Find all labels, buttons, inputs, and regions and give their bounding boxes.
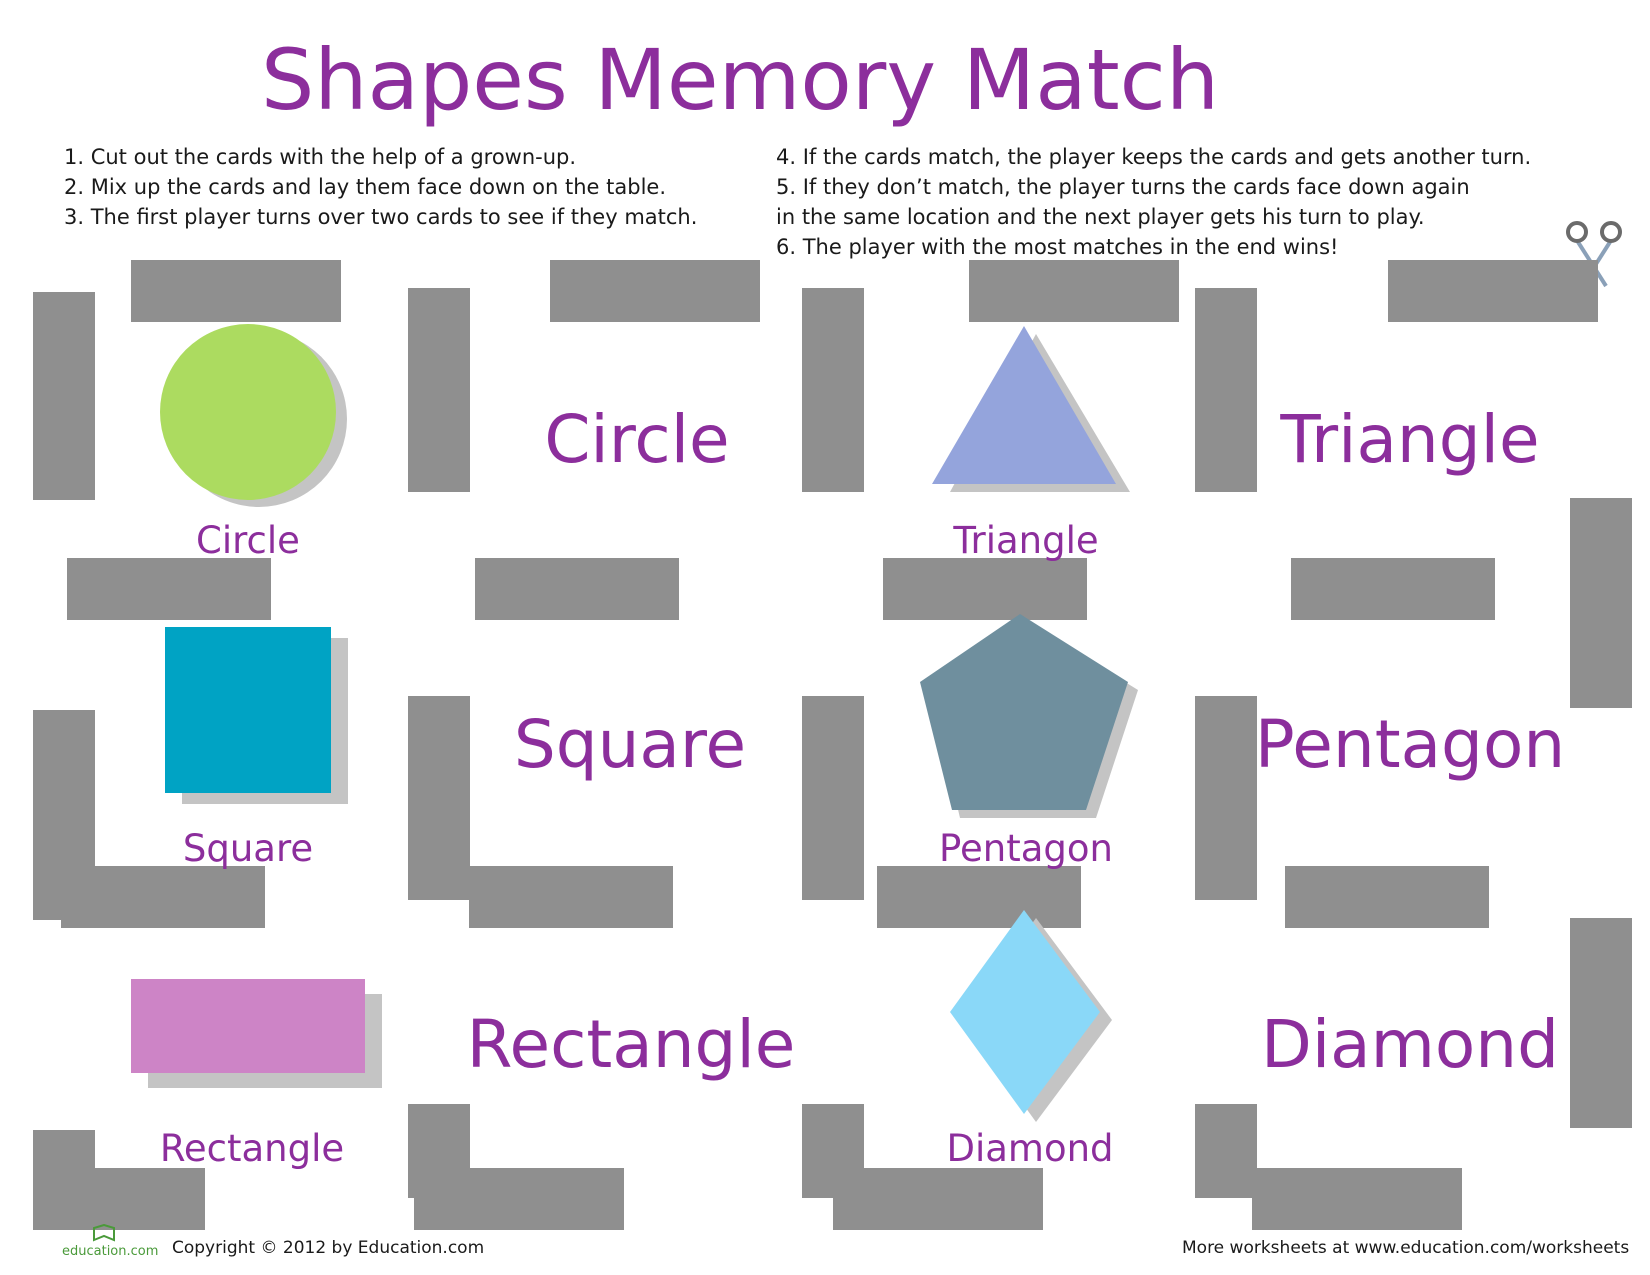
copyright-text: Copyright © 2012 by Education.com — [172, 1238, 485, 1258]
cut-guide — [833, 1168, 1043, 1230]
instruction-4: 4. If the cards match, the player keeps … — [776, 145, 1532, 169]
instruction-1: 1. Cut out the cards with the help of a … — [64, 145, 577, 169]
cut-guide — [408, 696, 470, 900]
word-card-pentagon: Pentagon — [1254, 706, 1566, 783]
diamond-fill — [950, 910, 1100, 1114]
rectangle-fill — [131, 979, 365, 1073]
cut-guide — [802, 696, 864, 900]
instruction-3: 3. The first player turns over two cards… — [64, 205, 698, 229]
square-shape — [165, 627, 348, 804]
card-caption-triangle: Triangle — [953, 519, 1099, 562]
card-caption-circle: Circle — [196, 519, 300, 562]
cut-guide — [1195, 696, 1257, 900]
cut-guide — [802, 288, 864, 492]
cut-guide — [408, 288, 470, 492]
card-caption-diamond: Diamond — [946, 1127, 1114, 1170]
cut-guide — [475, 558, 679, 620]
more-worksheets-link[interactable]: More worksheets at www.education.com/wor… — [1182, 1238, 1630, 1258]
cut-guide — [1285, 866, 1489, 928]
page-title: Shapes Memory Match — [260, 31, 1220, 129]
word-card-triangle: Triangle — [1280, 401, 1540, 478]
cut-guide — [1195, 288, 1257, 492]
pentagon-fill — [920, 614, 1128, 810]
cut-guide — [550, 260, 760, 322]
cut-guide — [1570, 918, 1632, 1128]
instructions-right: 4. If the cards match, the player keeps … — [776, 142, 1531, 262]
instruction-2: 2. Mix up the cards and lay them face do… — [64, 175, 667, 199]
word-card-rectangle: Rectangle — [466, 1006, 796, 1083]
cut-guide — [883, 558, 1087, 620]
cut-guide — [1570, 498, 1632, 708]
cut-guide — [1252, 1168, 1462, 1230]
cut-guide — [877, 866, 1081, 928]
triangle-fill — [932, 326, 1116, 484]
pentagon-shape — [920, 614, 1138, 818]
cut-guide — [67, 558, 271, 620]
cut-guide — [33, 1168, 205, 1230]
card-caption-rectangle: Rectangle — [159, 1127, 345, 1170]
instruction-6: 6. The player with the most matches in t… — [776, 235, 1339, 259]
logo-text: education.com — [62, 1244, 159, 1259]
word-card-circle: Circle — [544, 401, 730, 478]
cut-guide — [414, 1168, 624, 1230]
cut-guide — [33, 292, 95, 500]
triangle-shape — [932, 326, 1130, 492]
card-caption-pentagon: Pentagon — [939, 827, 1113, 870]
cut-guide — [469, 866, 673, 928]
card-caption-square: Square — [182, 827, 314, 870]
cut-guide — [1291, 558, 1495, 620]
book-icon — [93, 1224, 115, 1242]
instruction-5-continued: in the same location and the next player… — [776, 205, 1425, 229]
word-card-diamond: Diamond — [1261, 1006, 1559, 1083]
circle-fill — [160, 324, 336, 500]
cut-guide — [61, 866, 265, 928]
instruction-5: 5. If they don’t match, the player turns… — [776, 175, 1470, 199]
word-card-square: Square — [513, 706, 747, 783]
cut-guide — [1195, 1104, 1257, 1198]
diamond-shape — [950, 910, 1112, 1122]
cut-guide — [1388, 260, 1598, 322]
rectangle-shape — [131, 979, 382, 1088]
instructions-left: 1. Cut out the cards with the help of a … — [64, 142, 697, 232]
circle-shape — [160, 324, 347, 507]
cut-guide — [131, 260, 341, 322]
square-fill — [165, 627, 331, 793]
education-com-logo: education.com — [58, 1224, 158, 1260]
cut-guide — [969, 260, 1179, 322]
